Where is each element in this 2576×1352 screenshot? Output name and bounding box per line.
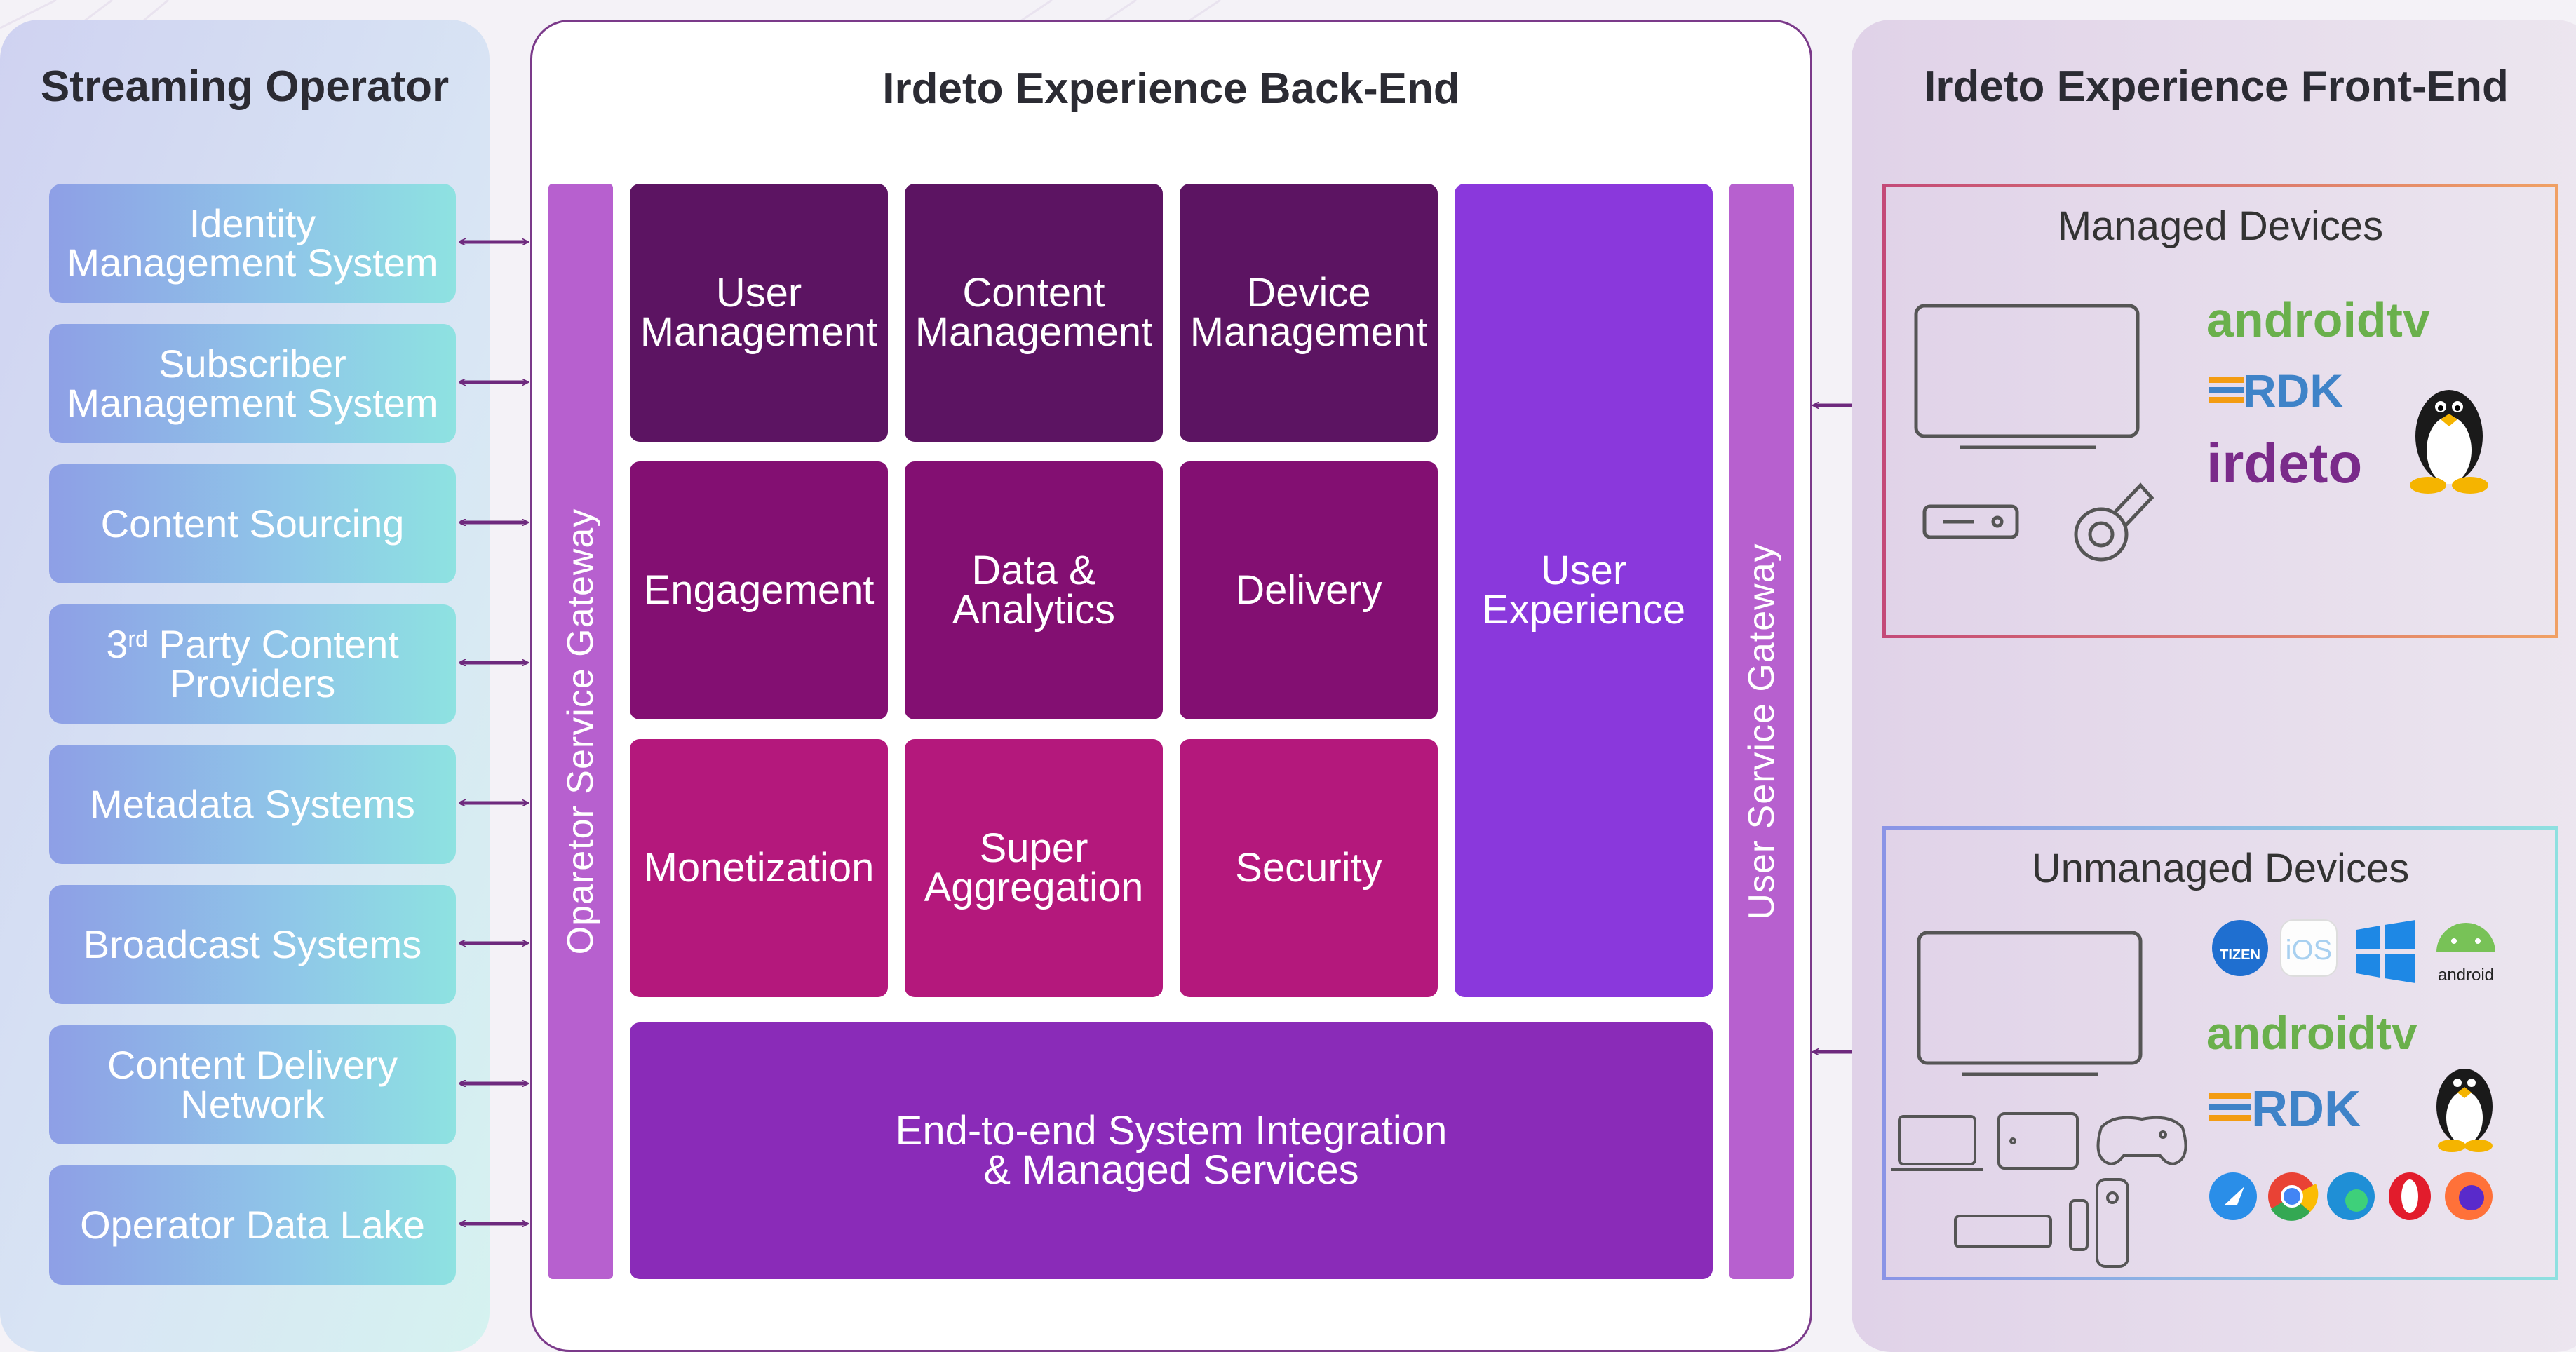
opera-icon (2389, 1172, 2431, 1220)
box-line1: Broadcast Systems (83, 922, 422, 966)
broadcast-systems-box[interactable]: Broadcast Systems (49, 885, 456, 1004)
tile-line1: User (1540, 548, 1627, 593)
tile-line2: Analytics (952, 587, 1116, 633)
box-line1: Subscriber (159, 342, 346, 386)
svg-text:androidtv: androidtv (2206, 292, 2430, 347)
svg-text:iOS: iOS (2286, 935, 2333, 966)
operator-service-gateway[interactable]: Oparetor Service Gateway (548, 184, 613, 1279)
tile-line2: & Managed Services (983, 1147, 1359, 1193)
tile-line2: Management (915, 309, 1153, 355)
gamepad-icon (2096, 1116, 2187, 1165)
operator-gateway-label: Oparetor Service Gateway (560, 508, 601, 955)
box-line2: Management System (67, 381, 438, 425)
box-line2: Network (180, 1082, 325, 1126)
linux-tux-icon (2410, 390, 2488, 494)
operator-data-lake-box[interactable]: Operator Data Lake (49, 1165, 456, 1285)
box-line1: Content Delivery (107, 1043, 398, 1087)
data-analytics-tile[interactable]: Data &Analytics (905, 461, 1163, 719)
engagement-tile[interactable]: Engagement (630, 461, 888, 719)
back-end-title: Irdeto Experience Back-End (882, 65, 1460, 113)
box-line1-rest: Party Content (147, 622, 399, 666)
box-line1: Identity (189, 201, 316, 245)
tv-icon (1914, 304, 2140, 449)
rdk-logo: RDK (2209, 365, 2343, 417)
box-line1: Metadata Systems (90, 782, 415, 826)
tile-line2: Experience (1481, 587, 1686, 633)
tile-line1: Monetization (643, 845, 875, 891)
unmanaged-devices-title: Unmanaged Devices (2031, 846, 2410, 891)
box-line1-num: 3 (106, 622, 128, 666)
user-gateway-label: User Service Gateway (1741, 543, 1782, 920)
laptop-icon (1891, 1115, 1983, 1171)
svg-text:TIZEN: TIZEN (2220, 947, 2260, 963)
chrome-icon (2268, 1172, 2319, 1221)
windows-logo (2356, 920, 2415, 983)
rdk-logo: RDK (2209, 1081, 2361, 1137)
linux-tux-icon (2436, 1069, 2493, 1152)
tile-line1: Content (962, 270, 1105, 316)
chromecast-icon (2074, 482, 2154, 562)
content-sourcing-box[interactable]: Content Sourcing (49, 464, 456, 583)
firefox-icon (2445, 1172, 2493, 1220)
tile-line1: Engagement (643, 567, 875, 613)
system-integration-tile[interactable]: End-to-end System Integration& Managed S… (630, 1022, 1713, 1279)
box-line1: Content Sourcing (100, 501, 405, 546)
unmanaged-devices-graphics: TIZEN iOS android androidtv RDK (1891, 919, 2495, 1268)
set-top-box-icon (1954, 1215, 2052, 1248)
ios-logo: iOS (2280, 919, 2338, 977)
tile-line1: Delivery (1235, 567, 1382, 613)
tile-line2: Management (640, 309, 878, 355)
tv-icon (1917, 931, 2143, 1076)
metadata-systems-box[interactable]: Metadata Systems (49, 745, 456, 864)
managed-devices-graphics: androidtv RDK irdeto (1914, 292, 2488, 562)
svg-text:irdeto: irdeto (2206, 432, 2362, 494)
box-line1: Operator Data Lake (80, 1203, 425, 1247)
edge-icon (2327, 1172, 2375, 1220)
ordinal-suffix: rd (128, 626, 148, 651)
androidtv-logo: androidtv (2206, 292, 2430, 347)
box-line2: Providers (169, 661, 336, 705)
tile-line1: Super (979, 825, 1088, 871)
tile-line1: Device (1246, 270, 1371, 316)
svg-text:androidtv: androidtv (2206, 1007, 2417, 1059)
user-service-gateway[interactable]: User Service Gateway (1729, 184, 1794, 1279)
set-top-box-icon (1922, 504, 2019, 539)
safari-icon (2209, 1172, 2257, 1220)
monetization-tile[interactable]: Monetization (630, 739, 888, 997)
box-line2: Management System (67, 241, 438, 285)
tile-line1: User (715, 270, 802, 316)
remote-icon (2096, 1178, 2129, 1268)
front-end-title: Irdeto Experience Front-End (1924, 62, 2509, 111)
delivery-tile[interactable]: Delivery (1180, 461, 1438, 719)
tile-line1: End-to-end System Integration (895, 1108, 1448, 1154)
svg-text:RDK: RDK (2251, 1081, 2361, 1137)
tile-line2: Management (1189, 309, 1428, 355)
streaming-operator-title: Streaming Operator (40, 62, 450, 111)
tile-line1: Data & (971, 548, 1096, 593)
tablet-icon (1997, 1112, 2079, 1170)
hdmi-stick-icon (2069, 1199, 2089, 1251)
irdeto-logo: irdeto (2206, 432, 2362, 494)
svg-text:android: android (2438, 966, 2494, 985)
security-tile[interactable]: Security (1180, 739, 1438, 997)
androidtv-logo: androidtv (2206, 1007, 2417, 1059)
svg-text:RDK: RDK (2243, 365, 2343, 417)
tizen-logo: TIZEN (2212, 920, 2268, 976)
managed-devices-title: Managed Devices (2057, 203, 2384, 249)
tile-line1: Security (1235, 845, 1382, 891)
tile-line2: Aggregation (924, 865, 1144, 910)
android-logo: android (2436, 923, 2495, 985)
